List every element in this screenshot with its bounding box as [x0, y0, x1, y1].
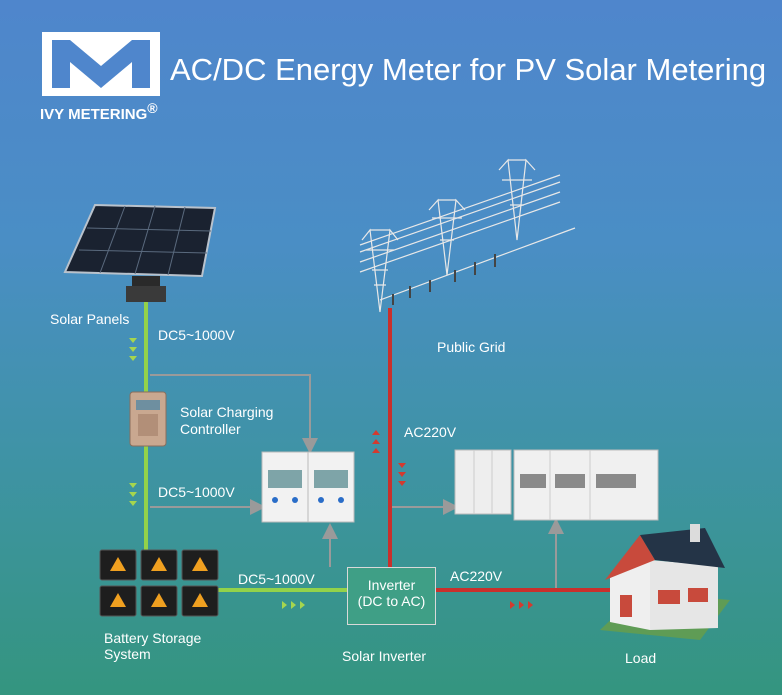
solar-panel-icon — [63, 203, 217, 302]
signal-line — [150, 374, 564, 590]
ac-meter-icon — [454, 449, 659, 521]
power-tower-icon — [359, 158, 576, 313]
label-charging-controller-2: Controller — [180, 421, 241, 437]
dc-line — [144, 302, 347, 592]
label-dc-voltage-battery: DC5~1000V — [238, 571, 315, 587]
brand-text: IVY METERING — [40, 106, 148, 123]
brand-registered-mark: ® — [147, 100, 158, 116]
charge-controller-icon — [129, 391, 167, 447]
label-load: Load — [625, 650, 657, 666]
inverter-label-2: (DC to AC) — [357, 593, 426, 609]
inverter-box: Inverter (DC to AC) — [347, 567, 436, 625]
label-solar-panels: Solar Panels — [50, 311, 130, 327]
label-solar-inverter: Solar Inverter — [342, 648, 427, 664]
inverter-label-1: Inverter — [367, 577, 416, 593]
brand-name: IVY METERING® — [40, 100, 158, 123]
label-battery-1: Battery Storage — [104, 630, 202, 646]
ac-line — [388, 308, 612, 592]
label-ac-voltage-grid: AC220V — [404, 424, 457, 440]
label-dc-voltage-panel: DC5~1000V — [158, 327, 235, 343]
battery-icon — [99, 549, 219, 617]
label-dc-voltage-controller: DC5~1000V — [158, 484, 235, 500]
logo-m-icon — [42, 32, 160, 96]
label-charging-controller-1: Solar Charging — [180, 404, 274, 420]
label-public-grid: Public Grid — [437, 339, 506, 355]
label-battery-2: System — [104, 646, 151, 662]
dc-meter-icon — [261, 451, 355, 523]
house-icon — [600, 524, 730, 640]
flow-arrows — [129, 338, 533, 609]
page-title: AC/DC Energy Meter for PV Solar Metering — [170, 52, 767, 87]
label-ac-voltage-load: AC220V — [450, 568, 503, 584]
